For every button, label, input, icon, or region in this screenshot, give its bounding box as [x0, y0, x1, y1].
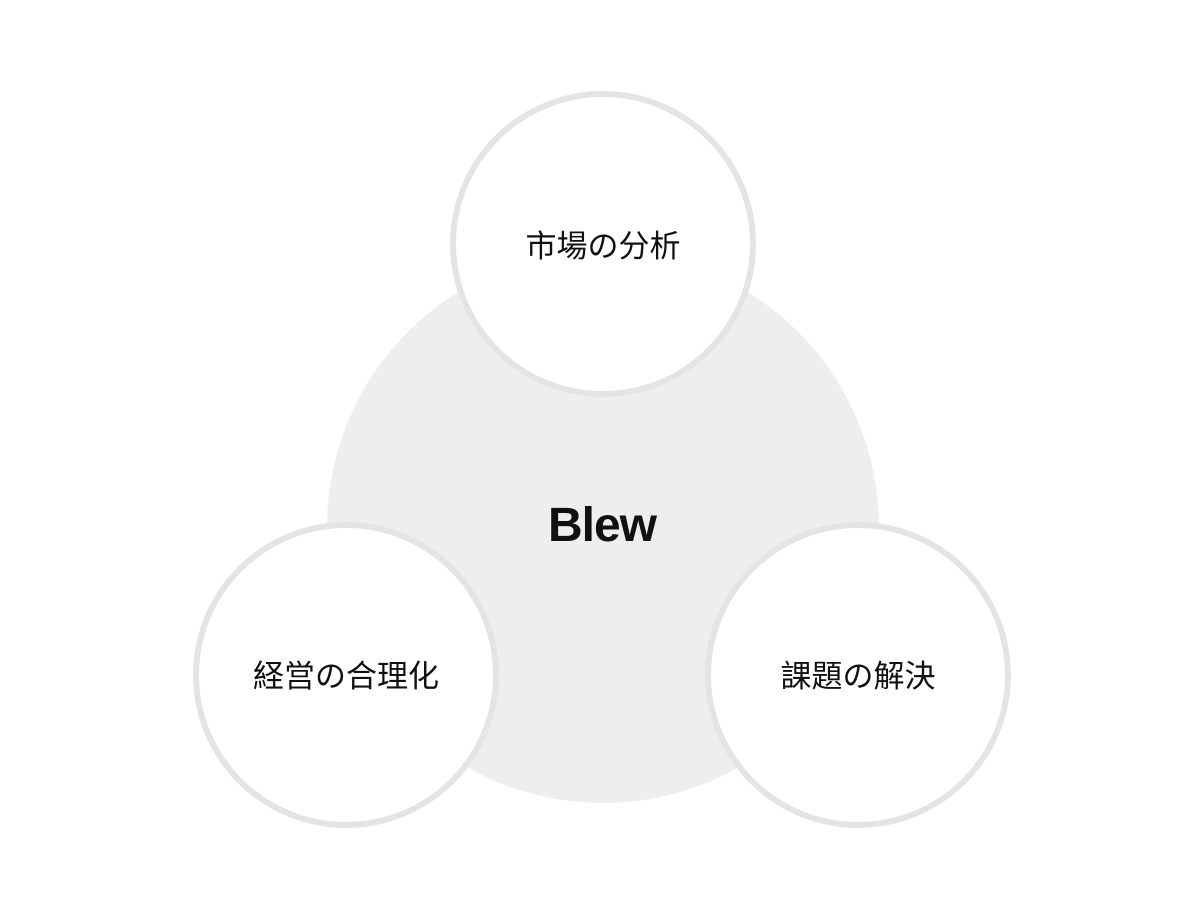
node-market-analysis: 市場の分析: [450, 91, 756, 397]
node-label: 経営の合理化: [253, 659, 439, 695]
node-label: 市場の分析: [525, 229, 681, 265]
node-management-rationalization: 経営の合理化: [193, 522, 499, 828]
core-label: Blew: [547, 499, 657, 552]
node-label: 課題の解決: [780, 659, 936, 695]
node-problem-solving: 課題の解決: [705, 522, 1011, 828]
